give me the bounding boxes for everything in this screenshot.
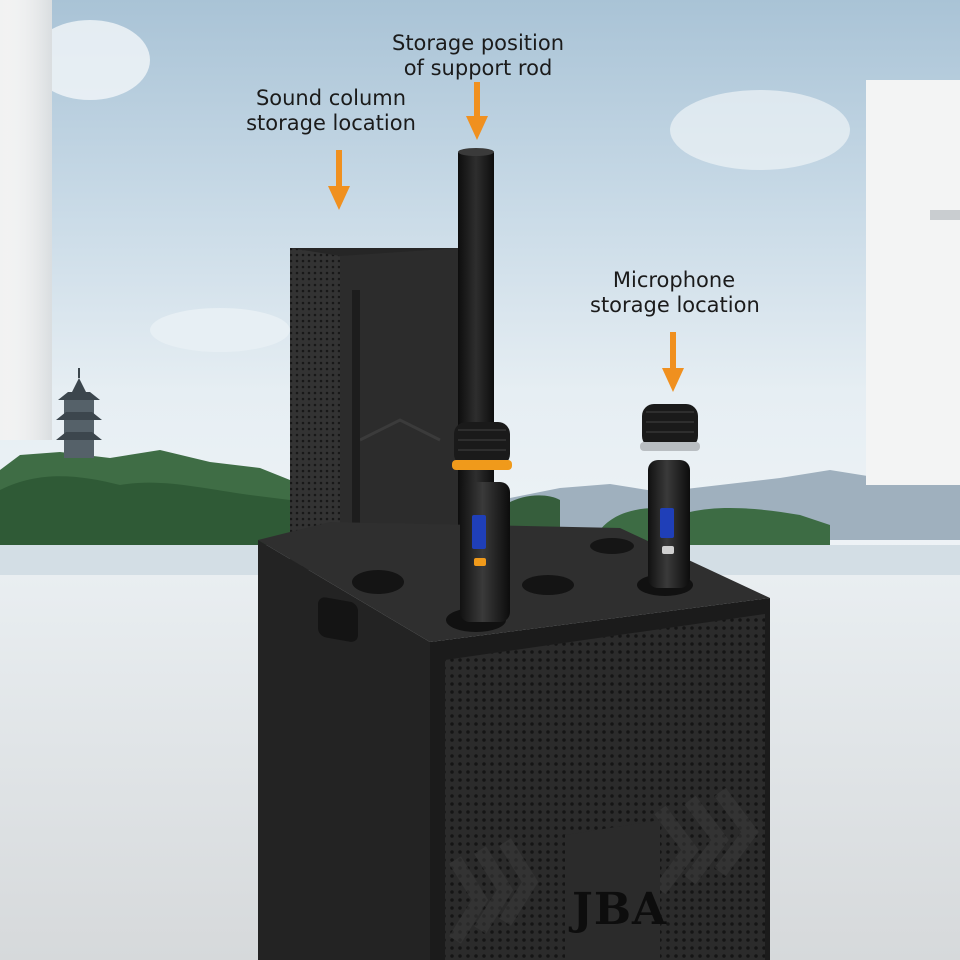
- label-sound-column-line1: Sound column: [255, 86, 407, 110]
- label-support-rod: Storage position of support rod: [390, 31, 566, 81]
- pagoda: [56, 368, 102, 458]
- label-support-rod-line1: Storage position: [391, 31, 565, 55]
- label-support-rod-line2: of support rod: [403, 56, 553, 80]
- rod-socket: [522, 575, 574, 595]
- label-sound-column: Sound column storage location: [246, 86, 416, 136]
- down-arrow-icon: [466, 82, 488, 140]
- support-rod: [458, 148, 494, 530]
- cloud: [30, 20, 150, 100]
- cloud: [670, 90, 850, 170]
- brand-logo: JBA: [572, 884, 668, 935]
- microphone-left: [452, 422, 512, 622]
- label-microphone-line2: storage location: [590, 293, 760, 317]
- main-speaker-cabinet: [258, 522, 770, 960]
- mic-ring-silver: [640, 442, 700, 451]
- mic-ring-orange: [452, 460, 512, 470]
- label-microphone-line1: Microphone: [612, 268, 736, 292]
- down-arrow-icon: [662, 332, 684, 392]
- label-sound-column-line2: storage location: [246, 111, 416, 135]
- down-arrow-icon: [328, 150, 350, 210]
- microphone-right: [640, 404, 700, 588]
- building-right: [866, 80, 960, 485]
- cloud: [150, 308, 290, 352]
- label-microphone: Microphone storage location: [590, 268, 760, 318]
- column-slot: [352, 570, 404, 594]
- sound-column-speaker: [290, 248, 460, 570]
- tree-line-left-front: [0, 476, 290, 550]
